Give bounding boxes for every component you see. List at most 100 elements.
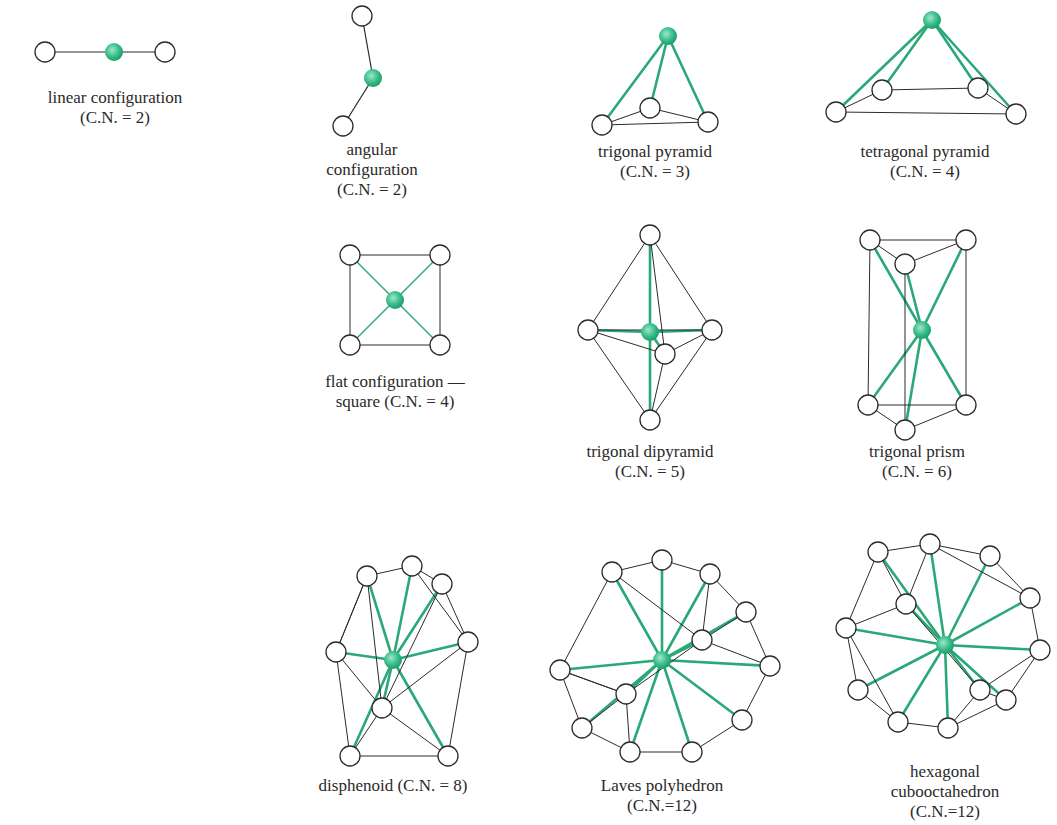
ligand-atom: [655, 344, 675, 364]
ligand-atom: [333, 116, 353, 136]
ligand-atom: [592, 115, 612, 135]
ligand-atom: [698, 112, 718, 132]
ligand-atom: [155, 42, 175, 62]
ligand-atom: [1006, 104, 1026, 124]
polyhedron-edge: [650, 235, 712, 330]
polyhedron-edge: [336, 576, 367, 652]
central-atom: [364, 69, 382, 87]
bond-line: [932, 20, 978, 88]
ligand-atom: [860, 230, 880, 250]
ligand-atom: [652, 550, 672, 570]
polyhedron-edge: [868, 405, 966, 406]
polyhedron-edge: [882, 88, 978, 90]
bond-line: [932, 20, 1016, 114]
central-atom: [936, 636, 954, 654]
polyhedron-edge: [382, 708, 448, 756]
polyhedron-edge: [602, 122, 708, 125]
bond-line: [649, 332, 652, 420]
ligand-atom: [700, 564, 720, 584]
ligand-atom: [968, 78, 988, 98]
ligand-atom: [620, 742, 640, 762]
ligand-atom: [826, 102, 846, 122]
ligand-atom: [920, 534, 940, 554]
bond-line: [662, 660, 770, 666]
polyhedron-edge: [905, 264, 906, 430]
polyhedron-edge: [836, 112, 1016, 114]
bond-line: [582, 660, 662, 728]
bond-line: [878, 552, 945, 645]
polyhedron-edge: [412, 566, 468, 642]
ligand-atom: [888, 712, 908, 732]
bond-line: [945, 598, 1030, 645]
central-atom: [105, 43, 123, 61]
polyhedron-edge: [350, 345, 440, 346]
ligand-atom: [438, 746, 458, 766]
ligand-atom: [340, 746, 360, 766]
ligand-atom: [640, 98, 660, 118]
ligand-atom: [340, 245, 360, 265]
ligand-atom: [970, 680, 990, 700]
bond-line: [668, 36, 708, 122]
figure-caption: angular configuration (C.N. = 2): [312, 140, 432, 200]
figure-caption: linear configuration (C.N. = 2): [30, 88, 200, 128]
polyhedron-edge: [448, 642, 468, 756]
bond-line: [649, 235, 652, 332]
polyhedron-edge: [367, 576, 382, 708]
polyhedron-edge: [846, 628, 898, 722]
polyhedron-edge: [702, 640, 770, 666]
ligand-atom: [702, 320, 722, 340]
bond-line: [350, 660, 393, 756]
polyhedron-edge: [870, 240, 966, 241]
ligand-atom: [956, 395, 976, 415]
ligand-atom: [340, 335, 360, 355]
bond-line: [905, 330, 922, 430]
central-atom: [653, 651, 671, 669]
bond-line: [882, 20, 932, 90]
bond-line: [650, 36, 668, 108]
ligand-atom: [980, 546, 1000, 566]
polyhedron-edge: [930, 544, 1030, 598]
central-atom: [641, 323, 659, 341]
ligand-atom: [578, 320, 598, 340]
ligand-atom: [872, 80, 892, 100]
figure-caption: trigonal prism (C.N. = 6): [857, 442, 977, 482]
polyhedron-edge: [626, 640, 702, 694]
polyhedron-edge: [650, 330, 712, 420]
ligand-atom: [682, 742, 702, 762]
ligand-atom: [616, 684, 636, 704]
ligand-atom: [326, 642, 346, 662]
bond-line: [858, 645, 945, 690]
polyhedron-edge: [382, 642, 468, 708]
ligand-atom: [458, 632, 478, 652]
polyhedron-edge: [350, 255, 351, 345]
central-atom: [659, 27, 677, 45]
ligand-atom: [430, 245, 450, 265]
figure-caption: Laves polyhedron (C.N.=12): [587, 776, 737, 816]
figure-caption: trigonal pyramid (C.N. = 3): [585, 142, 725, 182]
polyhedron-edge: [560, 572, 612, 670]
bond-line: [945, 645, 948, 728]
bond-line: [868, 330, 922, 405]
ligand-atom: [572, 718, 592, 738]
polyhedron-edge: [612, 572, 702, 640]
ligand-atom: [692, 630, 712, 650]
ligand-atom: [732, 710, 752, 730]
polyhedron-edge: [868, 240, 870, 405]
bond-line: [870, 240, 922, 330]
central-atom: [923, 11, 941, 29]
polyhedron-edge: [382, 584, 442, 708]
ligand-atom: [938, 718, 958, 738]
central-atom: [913, 321, 931, 339]
bond-line: [393, 584, 442, 660]
ligand-atom: [736, 602, 756, 622]
figure-caption: flat configuration — square (C.N. = 4): [313, 372, 478, 412]
ligand-atom: [956, 230, 976, 250]
bond-line: [367, 576, 393, 660]
polyhedron-edge: [350, 255, 440, 256]
ligand-atom: [357, 566, 377, 586]
ligand-atom: [402, 556, 422, 576]
central-atom: [384, 651, 402, 669]
bond-line: [602, 36, 668, 125]
polyhedron-edge: [440, 255, 441, 345]
ligand-atom: [760, 656, 780, 676]
